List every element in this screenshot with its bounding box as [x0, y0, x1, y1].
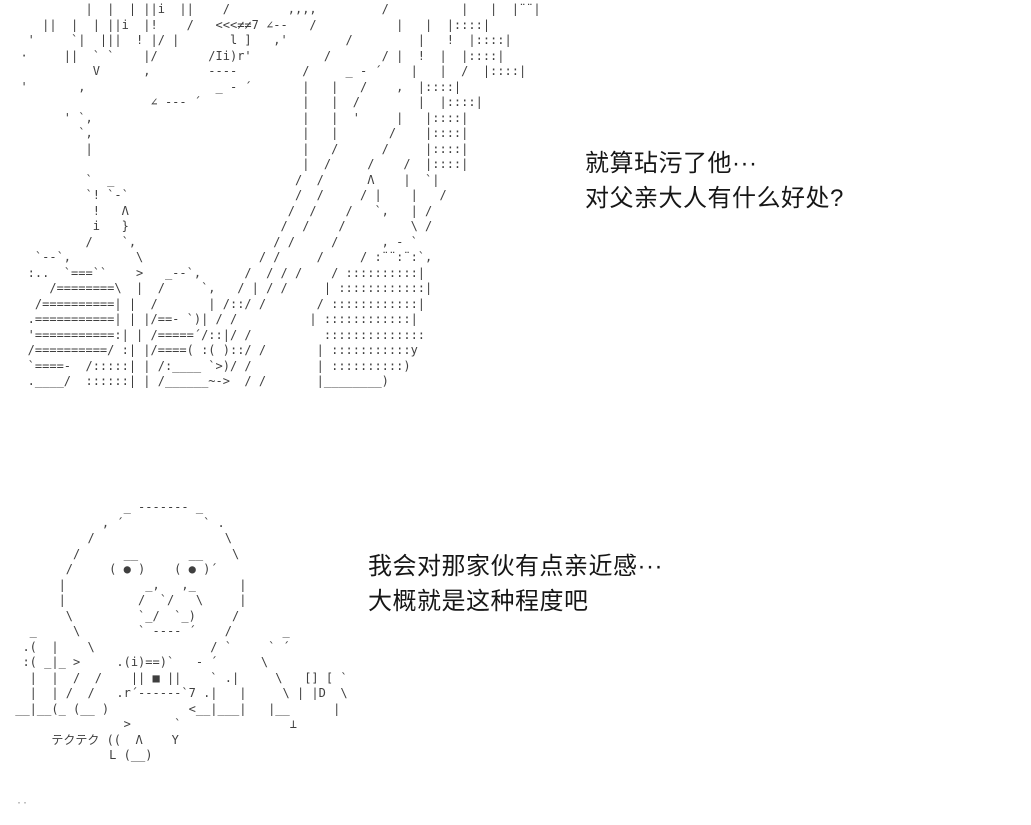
dialogue-text-bottom: 我会对那家伙有点亲近感··· 大概就是这种程度吧: [368, 553, 663, 615]
ascii-art-scene-top: | | | ||i || / ,,,, / | | |¨¨| || | | ||…: [20, 2, 541, 388]
ascii-art-character-bottom: _ ------- _ , ´ ` . / \ / __ __ \ / ( ● …: [15, 500, 348, 762]
dialogue-text-top: 就算玷污了他··· 对父亲大人有什么好处?: [585, 150, 844, 212]
stray-mark: ··: [16, 798, 29, 809]
